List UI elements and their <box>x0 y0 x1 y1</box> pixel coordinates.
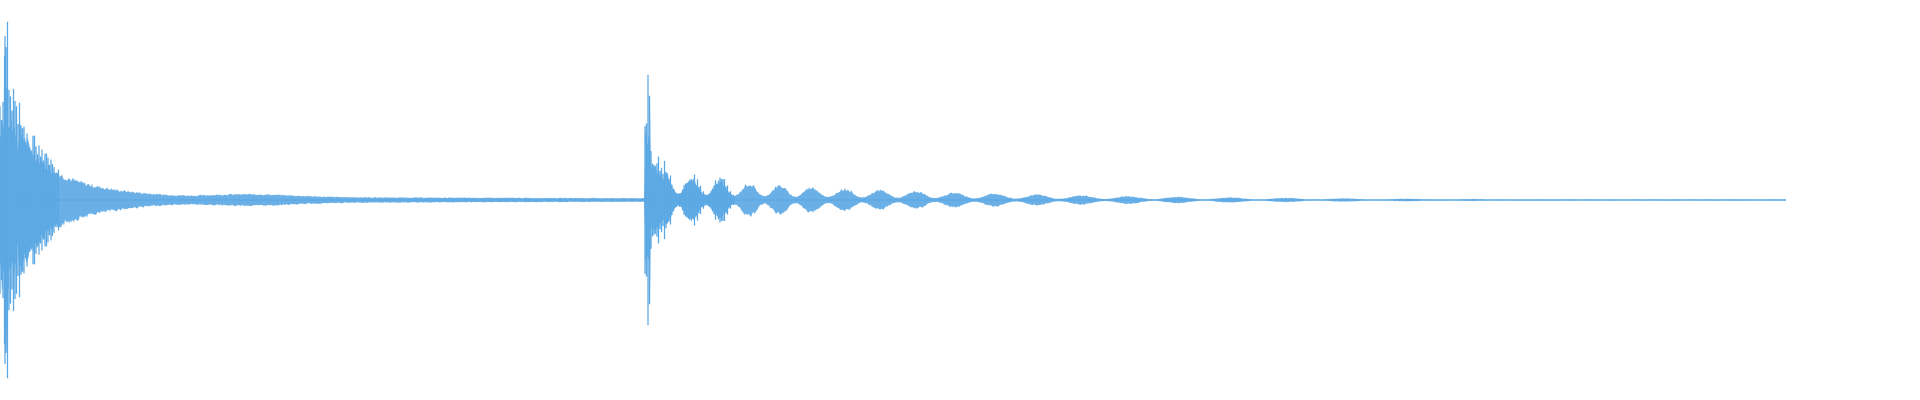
waveform-envelope <box>0 84 1786 350</box>
